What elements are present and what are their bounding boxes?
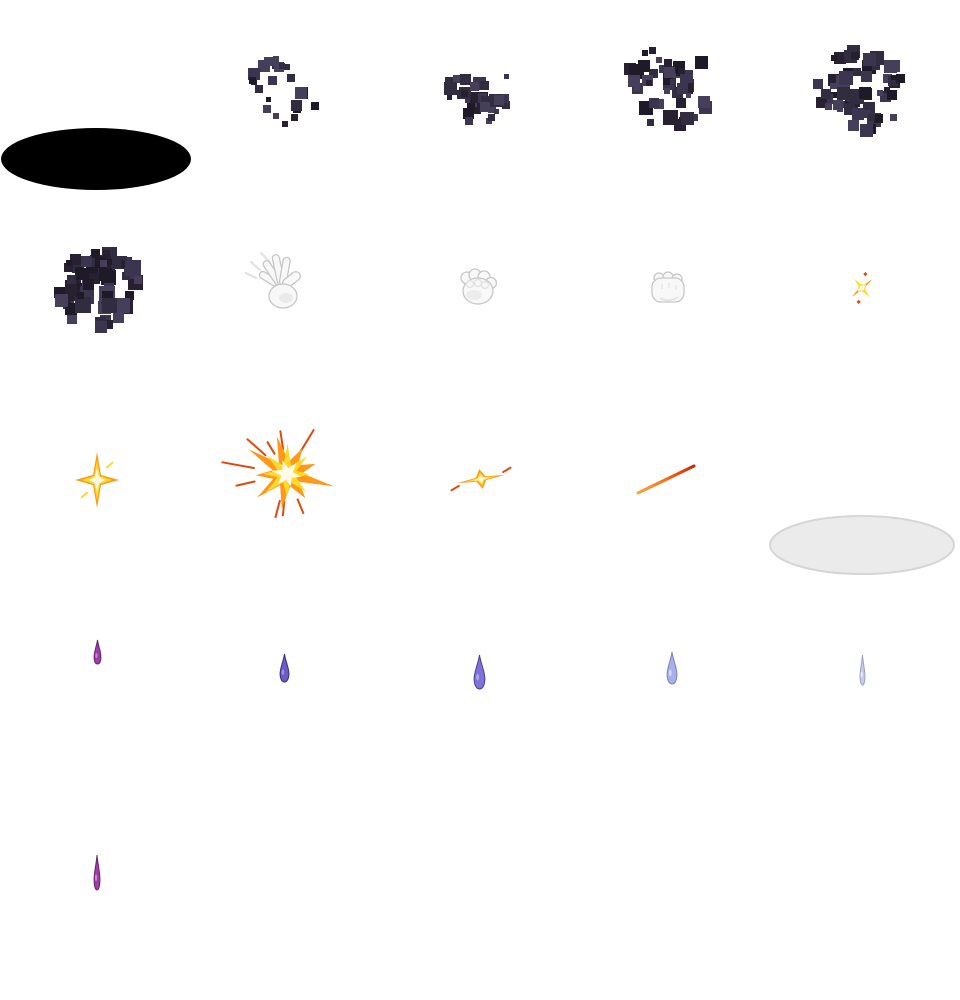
explosion-burst-sprite (219, 406, 355, 542)
shadow-ellipse-gray (766, 512, 958, 578)
droplet-magenta-thin (89, 851, 105, 894)
droplet-periwinkle-large (469, 651, 490, 693)
smoke-puff-frame-1 (233, 41, 335, 143)
small-spark-sprite (840, 266, 884, 310)
droplet-magenta-small (89, 636, 106, 668)
grabbing-hand-sprite (428, 237, 528, 337)
fire-streak-sprite (632, 460, 700, 499)
sparkle-star-sprite (65, 442, 129, 518)
fist-sprite (618, 239, 718, 339)
droplet-faded-pale (855, 651, 870, 689)
droplet-violet (275, 650, 294, 686)
stretched-sparkle-sprite (445, 456, 517, 502)
smoke-puff-frame-2 (432, 46, 528, 142)
waving-hand-sprite (232, 237, 332, 337)
shadow-ellipse-black (0, 124, 195, 194)
smoke-puff-frame-5 (38, 229, 156, 347)
smoke-puff-frame-4 (799, 31, 921, 153)
droplet-light-periwinkle (662, 648, 682, 688)
smoke-puff-frame-3 (608, 27, 728, 147)
